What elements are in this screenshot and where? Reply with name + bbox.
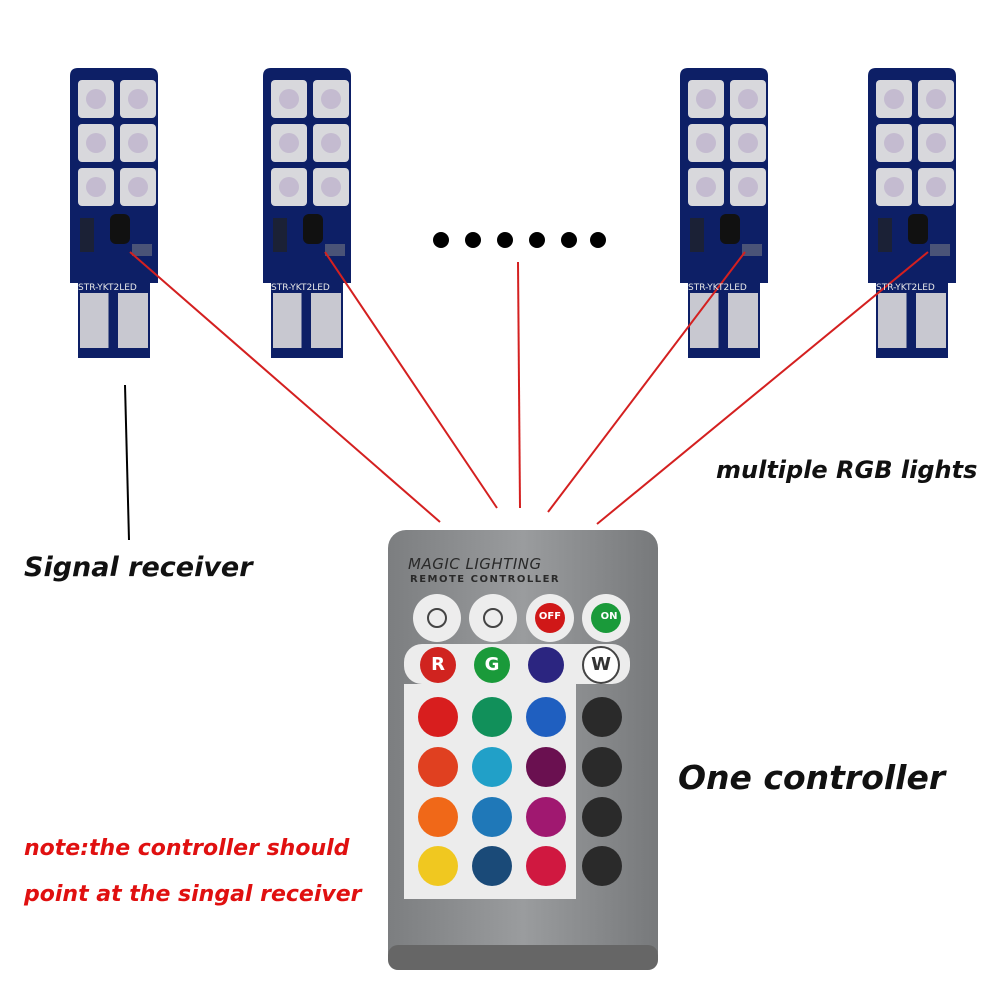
rgb-light-board-4: [866, 66, 958, 360]
button-g-label: G: [484, 654, 500, 675]
remote-controller: [388, 530, 658, 970]
rgb-light-board-2: [261, 66, 353, 360]
note-line-1: note:the controller should: [24, 836, 350, 861]
button-off-label: OFF: [538, 611, 562, 622]
one-controller-label: One controller: [678, 758, 946, 797]
button-r-label: R: [431, 654, 445, 675]
rgb-light-board-1: [68, 66, 160, 360]
button-on-label: ON: [600, 611, 618, 622]
note-line-2: point at the singal receiver: [24, 882, 362, 907]
remote-title: MAGIC LIGHTING: [408, 555, 542, 573]
signal-lines: [129, 251, 929, 525]
multiple-rgb-lights-label: multiple RGB lights: [716, 456, 978, 484]
rgb-light-board-3: [678, 66, 770, 360]
ellipsis-dots: [433, 232, 606, 248]
remote-subtitle: REMOTE CONTROLLER: [410, 574, 561, 585]
button-w-label: W: [591, 654, 611, 675]
receiver-pointer-line: [124, 384, 130, 541]
signal-receiver-label: Signal receiver: [24, 552, 253, 583]
